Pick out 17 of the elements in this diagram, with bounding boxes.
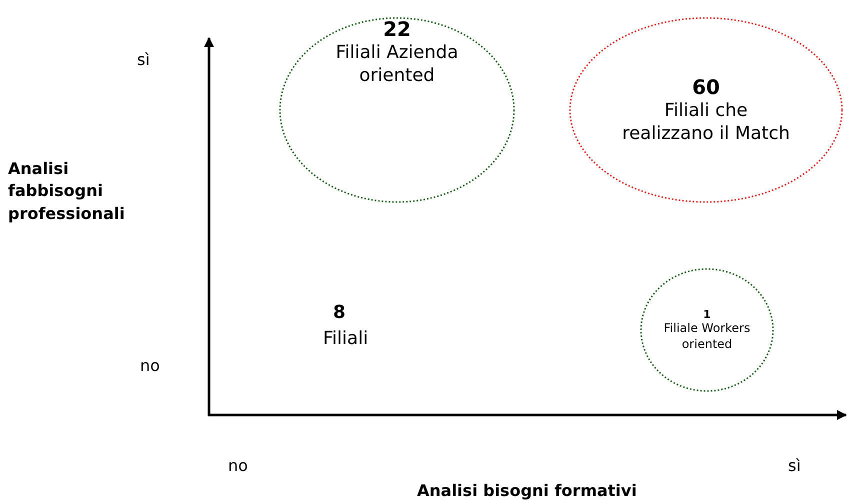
count-value: 60 <box>692 74 720 99</box>
count-value: 1 <box>703 308 711 321</box>
node-label: Filiali Azienda oriented <box>334 41 460 88</box>
node-label: Filiale Workers oriented <box>662 320 752 352</box>
node-label: Filiali che realizzano il Match <box>621 98 791 146</box>
axis-title: Analisi bisogni formativi <box>417 481 637 500</box>
axis-title: Analisi fabbisogni professionali <box>8 158 126 225</box>
ellipse-node <box>640 268 774 392</box>
ellipse-node <box>279 17 515 203</box>
axis-tick-label: no <box>140 356 160 375</box>
axis-tick-label: sì <box>137 50 150 69</box>
axis-tick-label: no <box>228 456 248 475</box>
axis-tick-label: sì <box>788 456 801 475</box>
quadrant-label: Filiali <box>323 328 368 349</box>
count-value: 8 <box>333 302 346 323</box>
count-value: 22 <box>383 17 411 41</box>
ellipse-node <box>569 17 843 203</box>
